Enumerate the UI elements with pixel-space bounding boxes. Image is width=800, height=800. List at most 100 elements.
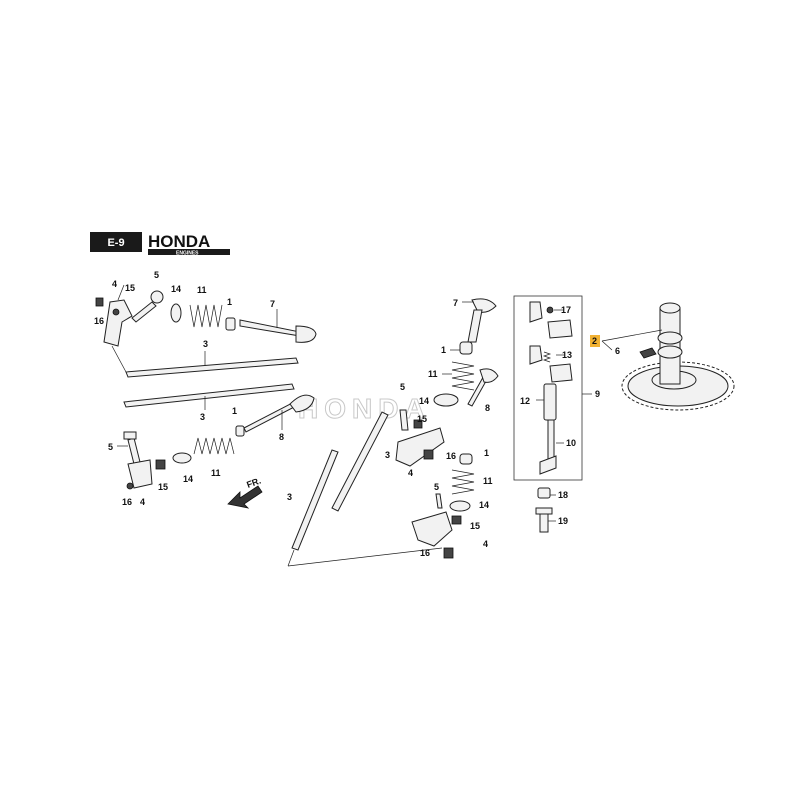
callout-4: 4 — [408, 468, 413, 478]
section-badge — [90, 232, 142, 252]
callout-11: 11 — [483, 476, 493, 486]
lock-nut — [423, 449, 434, 460]
callout-1: 1 — [232, 406, 237, 416]
rocker-arm — [127, 459, 153, 489]
callout-14: 14 — [183, 474, 193, 484]
center-push-rods — [287, 411, 443, 567]
valve-spring — [451, 361, 475, 391]
rocker-arm — [411, 511, 453, 547]
valve-head — [295, 325, 317, 343]
callouts: 5 4 15 14 11 1 7 16 3 3 1 8 5 11 14 15 1… — [94, 270, 620, 558]
brand-sub: ENGINES — [176, 251, 199, 257]
front-label: FR. — [245, 476, 262, 490]
callout-3: 3 — [203, 339, 208, 349]
callout-14: 14 — [419, 396, 429, 406]
weight — [529, 345, 543, 365]
callout-4: 4 — [112, 279, 117, 289]
shaft — [547, 419, 555, 463]
callout-12: 12 — [520, 396, 530, 406]
push-rod — [291, 449, 339, 551]
tappet-group — [513, 295, 583, 533]
valve-spring — [193, 437, 235, 455]
cam-lobe — [657, 345, 683, 359]
arm — [539, 455, 557, 475]
bolt-head — [535, 507, 553, 515]
pivot-bolt-head — [150, 290, 164, 304]
callout-18: 18 — [558, 490, 568, 500]
callout-6: 6 — [615, 346, 620, 356]
callout-10: 10 — [566, 438, 576, 448]
watermark: HONDA — [298, 393, 431, 424]
callout-7: 7 — [270, 299, 275, 309]
sleeve — [543, 383, 557, 421]
valve-spring — [542, 351, 552, 363]
callout-17: 17 — [561, 305, 571, 315]
valve — [467, 309, 483, 343]
middle-left-assembly — [123, 394, 315, 490]
valve-spring — [451, 469, 475, 495]
weight — [549, 363, 573, 383]
leader — [117, 284, 125, 301]
lock-nut — [451, 515, 462, 525]
valve-cap — [433, 393, 459, 407]
group-bracket — [513, 295, 583, 481]
front-arrow-icon — [227, 485, 263, 509]
valve — [239, 319, 301, 337]
push-rod — [123, 383, 295, 408]
pin — [546, 306, 554, 314]
section-code: E-9 — [107, 237, 124, 249]
callout-16: 16 — [122, 497, 132, 507]
valve-cap — [172, 452, 192, 464]
valve-retainer — [459, 341, 473, 355]
push-rod — [125, 357, 299, 378]
callout-13: 13 — [562, 350, 572, 360]
callout-19: 19 — [558, 516, 568, 526]
rocker-arm — [103, 299, 133, 347]
callout-15: 15 — [470, 521, 480, 531]
callout-16: 16 — [420, 548, 430, 558]
callout-5: 5 — [154, 270, 159, 280]
pivot-bolt — [399, 409, 409, 431]
valve-cap — [449, 500, 471, 512]
pivot-bolt — [127, 437, 141, 465]
callout-16: 16 — [94, 316, 104, 326]
pivot-bolt — [435, 493, 443, 509]
camshaft-end — [659, 302, 681, 314]
callout-highlight — [590, 335, 600, 347]
callout-1: 1 — [227, 297, 232, 307]
valve-retainer — [235, 425, 245, 437]
callout-14: 14 — [171, 284, 181, 294]
decomp-lever — [639, 347, 657, 359]
rocker-pivot — [112, 308, 120, 316]
direction-indicator: FR. — [227, 476, 263, 509]
lock-nut — [126, 482, 134, 490]
callout-8: 8 — [485, 403, 490, 413]
leader — [601, 340, 613, 351]
callout-7: 7 — [453, 298, 458, 308]
callout-8: 8 — [279, 432, 284, 442]
collar — [537, 487, 551, 499]
callout-14: 14 — [479, 500, 489, 510]
header: E-9 HONDA ENGINES — [90, 232, 230, 257]
weight — [547, 319, 573, 339]
leader — [601, 329, 663, 342]
callout-leaders — [117, 301, 592, 522]
callout-4: 4 — [140, 497, 145, 507]
lock-nut — [155, 459, 166, 470]
callout-11: 11 — [428, 369, 438, 379]
upper-left-assembly — [95, 284, 317, 408]
callout-5: 5 — [108, 442, 113, 452]
callout-1: 1 — [484, 448, 489, 458]
callout-1: 1 — [441, 345, 446, 355]
callout-15: 15 — [417, 414, 427, 424]
brand-sub-bar — [148, 249, 230, 255]
callout-15: 15 — [158, 482, 168, 492]
callout-2: 2 — [592, 336, 597, 346]
rocker-arm — [395, 427, 445, 467]
cam-lobe — [657, 331, 683, 345]
camshaft-gear — [590, 302, 735, 411]
valve-spring — [189, 304, 223, 328]
valve-head — [289, 394, 315, 413]
lock-nut — [95, 297, 104, 307]
